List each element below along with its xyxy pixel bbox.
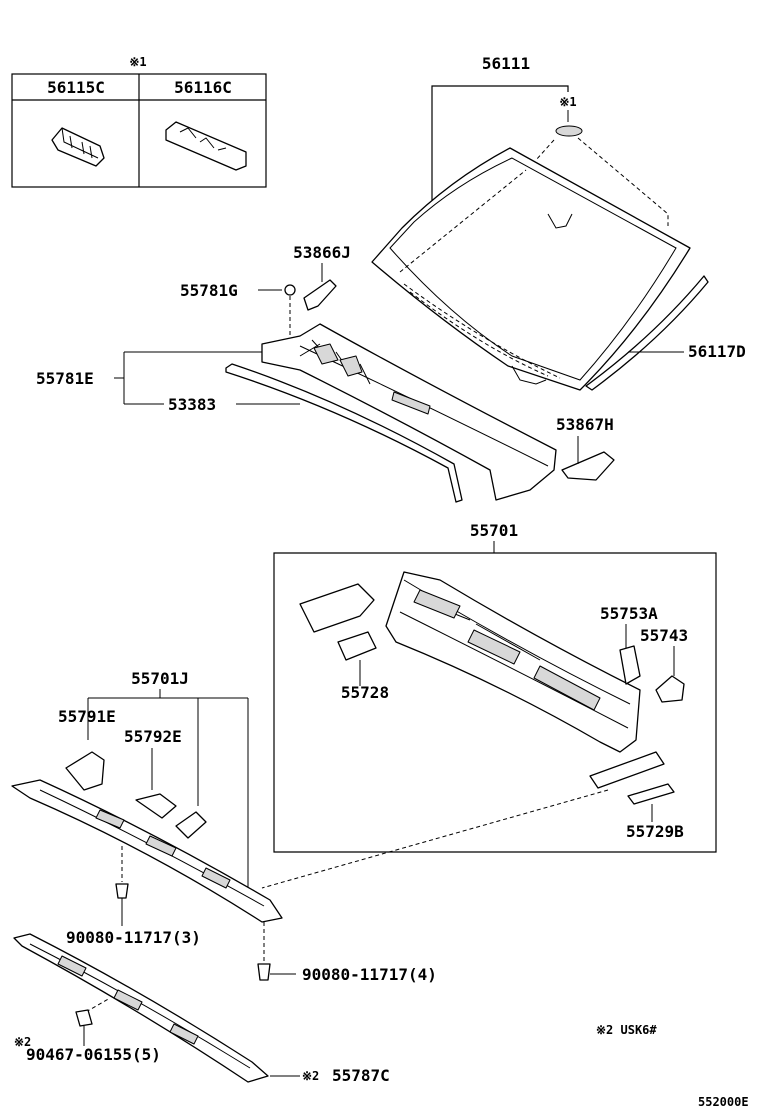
- nut-90467: [75, 1009, 93, 1027]
- part-label-55728: 55728: [341, 683, 389, 702]
- cowl-extension-panel: [11, 779, 283, 923]
- note-mark-2-nut: ※2: [14, 1035, 31, 1049]
- moulding-56117d: 56117D: [585, 275, 746, 391]
- variant-table: ※1 56115C 56116C: [11, 55, 267, 188]
- part-label-56111: 56111: [482, 54, 530, 73]
- clip-55781g: [284, 284, 296, 296]
- cowl-louver-panel: [261, 323, 557, 501]
- legend-note: ※2 USK6#: [596, 1023, 657, 1037]
- bolt-lower: [257, 963, 271, 981]
- assembly-frame-55701: [273, 552, 717, 853]
- windshield-glass: [371, 147, 691, 391]
- bottom-panel-group: ※2 90467-06155(5) ※2 55787C: [13, 933, 390, 1085]
- part-label-90467: 90467-06155(5): [26, 1045, 161, 1064]
- clip-56115c-drawing: [51, 127, 105, 167]
- part-label-55701j: 55701J: [131, 669, 189, 688]
- part-label-56117d: 56117D: [688, 342, 746, 361]
- note-mark-2-panel: ※2: [302, 1069, 319, 1083]
- part-label-55791e: 55791E: [58, 707, 116, 726]
- part-label-90080-3: 90080-11717(3): [66, 928, 201, 947]
- part-label-53866j: 53866J: [293, 243, 351, 262]
- part-label-55781g: 55781G: [180, 281, 238, 300]
- cowl-panel-group: 55701 55728 55753A 55743 55729B: [261, 521, 717, 889]
- diagram-code: 552000E: [698, 1095, 749, 1109]
- bracket-small: [175, 811, 207, 839]
- clip-56116c-drawing: [165, 121, 247, 171]
- windshield-moulding: [585, 275, 709, 391]
- bracket-55792e: [135, 793, 177, 819]
- part-label-56116c: 56116C: [174, 78, 232, 97]
- bracket-55791e: [65, 751, 105, 791]
- bracket-55753a: [619, 645, 641, 685]
- part-label-90080-4: 90080-11717(4): [302, 965, 437, 984]
- cowl-seal-53383: [225, 363, 463, 503]
- cowl-extension-group: 55701J 55791E 55792E 90080-11717(3) 9008…: [11, 669, 437, 984]
- part-label-55743: 55743: [640, 626, 688, 645]
- part-label-56115c: 56115C: [47, 78, 105, 97]
- windshield-group: 56111 ※1: [371, 54, 691, 391]
- bracket-55729b: [627, 783, 675, 805]
- bracket-lower-right: [589, 751, 665, 789]
- part-label-55787c: 55787C: [332, 1066, 390, 1085]
- part-label-55729b: 55729B: [626, 822, 684, 841]
- bolt-upper: [115, 883, 129, 899]
- seal-53866j: [303, 279, 337, 311]
- part-label-53867h: 53867H: [556, 415, 614, 434]
- part-label-55781e: 55781E: [36, 369, 94, 388]
- part-label-55701: 55701: [470, 521, 518, 540]
- note-mark-1: ※1: [129, 55, 146, 69]
- bracket-55728: [337, 631, 377, 661]
- part-label-55792e: 55792E: [124, 727, 182, 746]
- bracket-left: [299, 583, 375, 633]
- part-label-55753a: 55753A: [600, 604, 658, 623]
- cowl-top-group: 53866J 55781G 55781E 53383 53867H: [36, 243, 615, 503]
- part-label-53383: 53383: [168, 395, 216, 414]
- mirror-mount-pad: [555, 125, 583, 137]
- note-mark-1-glass: ※1: [559, 95, 576, 109]
- bracket-55743: [655, 675, 685, 703]
- seal-53867h: [561, 451, 615, 481]
